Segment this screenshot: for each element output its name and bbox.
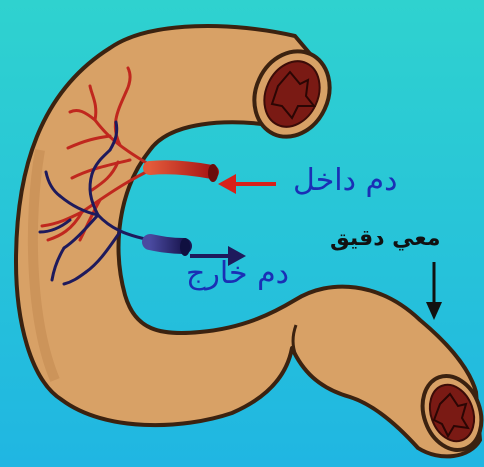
small-intestine-label: معي دقيق [330,226,440,251]
artery-opening [208,164,218,182]
vein-opening [180,238,190,256]
blood-out-label: دم خارج [186,256,289,291]
vein-vessel [150,242,184,246]
blood-in-label: دم داخل [293,163,397,198]
artery-vessel [150,167,212,172]
